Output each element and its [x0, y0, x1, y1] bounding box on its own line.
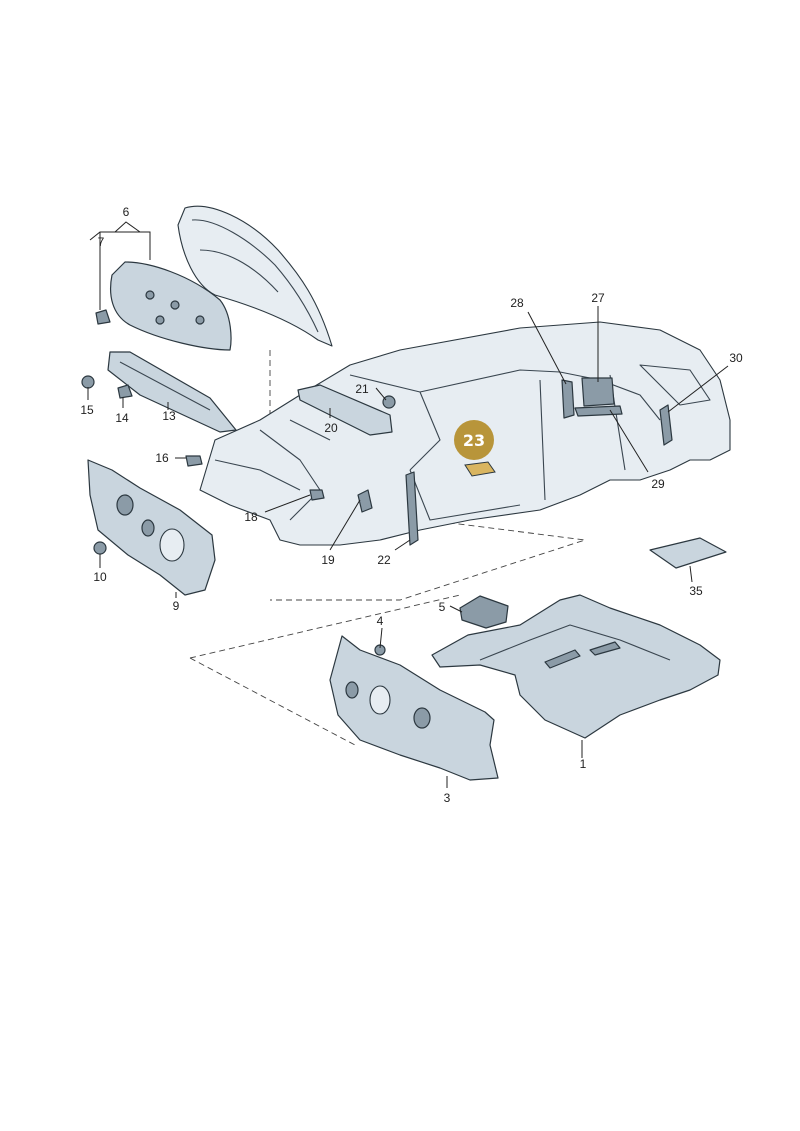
insulation-part-30 [659, 404, 673, 446]
highlight-label: 23 [463, 431, 485, 450]
callout-15: 15 [80, 403, 94, 417]
insulation-part-27 [581, 377, 615, 407]
callout-35: 35 [689, 584, 703, 598]
insulation-part-28 [561, 379, 575, 419]
highlight-badge-23: 23 [454, 420, 494, 460]
callout-29: 29 [651, 477, 665, 491]
pillar-insulation-part-22 [405, 471, 419, 546]
guide-line-lower [189, 594, 461, 746]
callout-6: 6 [123, 205, 130, 219]
firewall-insulation-part-9 [87, 459, 216, 596]
insulation-part-18 [309, 489, 325, 501]
pad-part-35 [649, 537, 727, 569]
callout-13: 13 [162, 409, 176, 423]
hood-insulation [95, 261, 232, 351]
callout-1: 1 [580, 757, 587, 771]
callout-27: 27 [591, 291, 605, 305]
clip-part-15 [81, 375, 95, 389]
callout-9: 9 [173, 599, 180, 613]
callout-16: 16 [155, 451, 169, 465]
callout-22: 22 [377, 553, 391, 567]
plenum-cover-part-20 [297, 384, 393, 436]
callout-10: 10 [93, 570, 107, 584]
clip-part-10 [93, 541, 107, 555]
callout-14: 14 [115, 411, 129, 425]
callout-3: 3 [444, 791, 451, 805]
insulation-part-19 [357, 489, 373, 513]
clip-part-21 [382, 395, 396, 409]
clip-part-16 [185, 455, 203, 467]
hood-panel [177, 205, 333, 347]
callout-28: 28 [510, 296, 524, 310]
firewall-insulation-part-3 [329, 635, 499, 781]
floor-carpet-part-1 [431, 594, 721, 739]
upper-strip-part-13 [107, 351, 237, 433]
callout-5: 5 [439, 600, 446, 614]
callout-21: 21 [355, 382, 369, 396]
callout-20: 20 [324, 421, 338, 435]
insulation-part-29 [574, 405, 623, 417]
leader-lines [87, 221, 729, 788]
component-part-5 [459, 595, 509, 629]
callout-18: 18 [244, 510, 258, 524]
highlighted-part-23 [464, 461, 496, 477]
clip-part-14 [117, 384, 133, 399]
callout-30: 30 [729, 351, 743, 365]
callout-19: 19 [321, 553, 335, 567]
callout-4: 4 [377, 614, 384, 628]
callout-7: 7 [98, 235, 105, 249]
